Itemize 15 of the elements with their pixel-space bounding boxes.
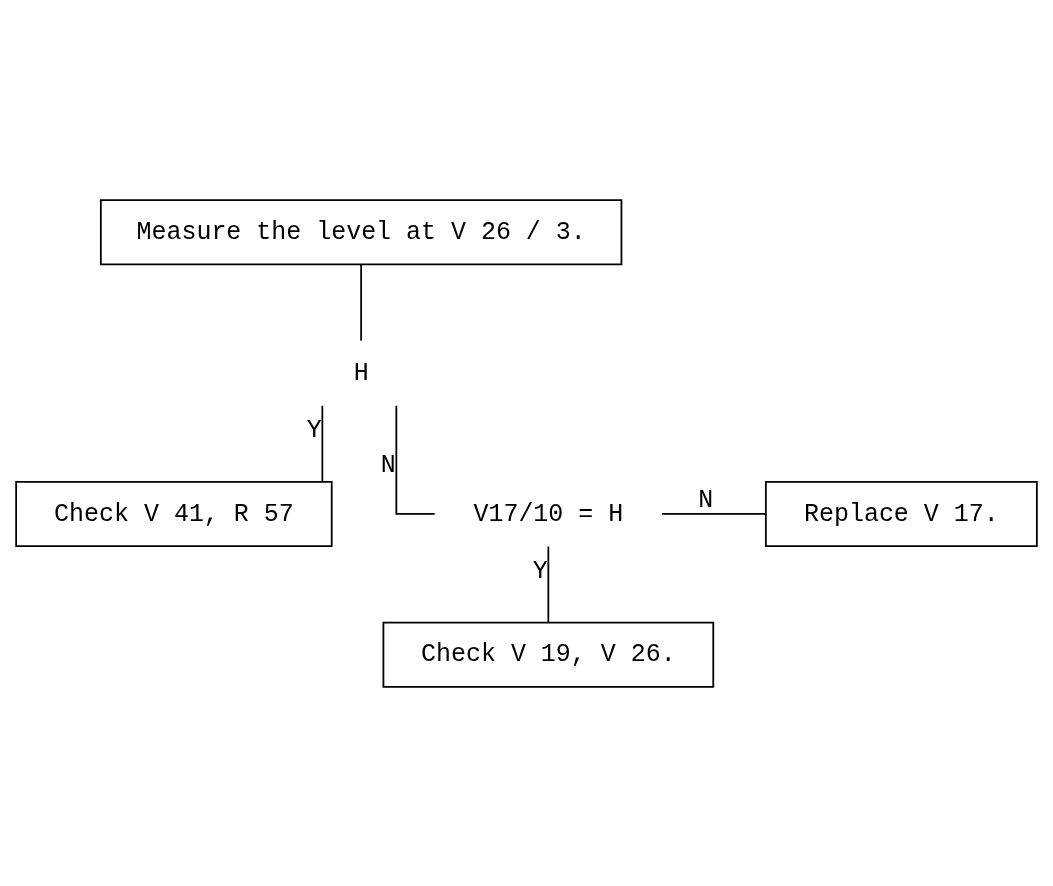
edge-label: N [380,450,396,479]
connector [661,512,767,515]
node-box: Replace V 17. [764,480,1038,547]
connector [395,404,436,515]
edge-label: Y [306,415,322,444]
connector [321,404,324,482]
edge-label: N [698,485,714,514]
edge-label: Y [532,556,548,585]
node-text: H [353,358,369,387]
node-box: Measure the level at V 26 / 3. [99,198,623,265]
connector [547,545,550,623]
node-box: Check V 41, R 57 [15,480,333,547]
connector [360,263,362,341]
node-box: Check V 19, V 26. [382,621,715,688]
node-text: V17/10 = H [473,499,624,528]
